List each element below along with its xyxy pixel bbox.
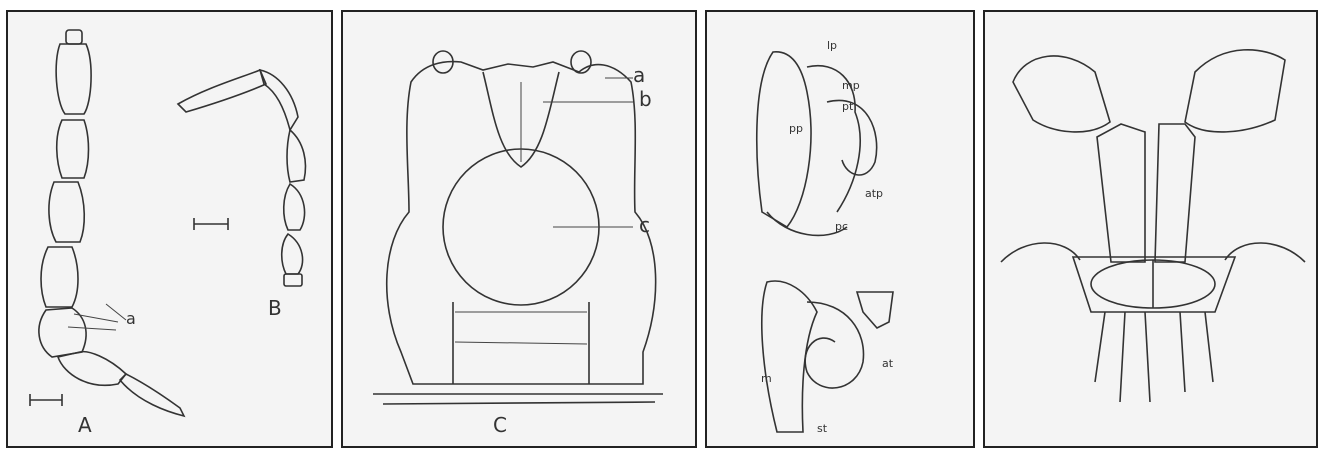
label-st: st: [817, 422, 828, 435]
antenna-b: [178, 70, 305, 286]
label-a: a: [633, 63, 645, 87]
label-c: c: [639, 213, 650, 237]
label-m: m: [761, 372, 772, 385]
label-B: B: [268, 296, 282, 320]
panel-antennae: a A B: [6, 10, 333, 448]
label-atp: atp: [865, 187, 883, 200]
label-A: A: [78, 413, 92, 437]
label-a: a: [126, 309, 136, 328]
structure-drawing: [985, 12, 1318, 448]
panel-genitalia: lp mp pt pp atp pc at m st: [705, 10, 975, 448]
label-pp: pp: [789, 122, 803, 135]
antennae-drawing: a A B: [8, 12, 333, 448]
structure-outline: [1001, 50, 1305, 402]
label-C: C: [493, 413, 507, 437]
label-b: b: [639, 87, 652, 111]
antenna-a: [30, 30, 184, 416]
panel-head: a b c C: [341, 10, 697, 448]
genitalia-drawing: lp mp pt pp atp pc at m st: [707, 12, 975, 448]
genitalia-lower: [762, 281, 893, 432]
label-at: at: [882, 357, 894, 370]
panel-structure: [983, 10, 1318, 448]
head-drawing: a b c C: [343, 12, 697, 448]
label-pc: pc: [835, 220, 848, 233]
label-lp: lp: [827, 39, 837, 52]
label-pt: pt: [842, 100, 854, 113]
label-mp: mp: [842, 79, 860, 92]
